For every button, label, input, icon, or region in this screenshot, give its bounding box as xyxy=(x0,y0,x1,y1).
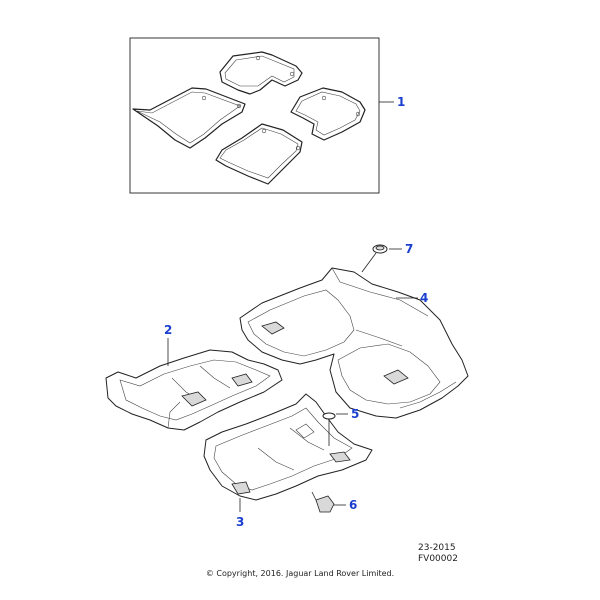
mat-set-frame xyxy=(129,37,380,194)
leader-line-7b xyxy=(361,252,377,273)
carpet-front-floor xyxy=(105,349,283,431)
carpet-rear-load-floor xyxy=(239,267,469,419)
callout-5: 5 xyxy=(351,407,359,421)
callout-2: 2 xyxy=(164,323,172,337)
floor-mat-front-left xyxy=(219,51,303,95)
reference-date-code: 23-2015 xyxy=(418,543,456,553)
callout-1: 1 xyxy=(397,95,405,109)
copyright-notice: © Copyright, 2016. Jaguar Land Rover Lim… xyxy=(205,569,395,578)
fastener-clip-7 xyxy=(372,244,388,254)
callout-7: 7 xyxy=(405,242,413,256)
callout-4: 4 xyxy=(420,291,428,305)
fastener-stud-5 xyxy=(322,412,336,446)
callout-6: 6 xyxy=(349,498,357,512)
floor-mat-front-right xyxy=(132,87,246,149)
reference-figure-code: FV00002 xyxy=(418,554,458,564)
floor-mat-rear-left xyxy=(290,87,366,141)
fastener-retainer-6 xyxy=(311,491,335,513)
callout-3: 3 xyxy=(236,515,244,529)
floor-mat-rear-right xyxy=(215,123,303,185)
carpet-second-row-floor xyxy=(203,393,373,501)
